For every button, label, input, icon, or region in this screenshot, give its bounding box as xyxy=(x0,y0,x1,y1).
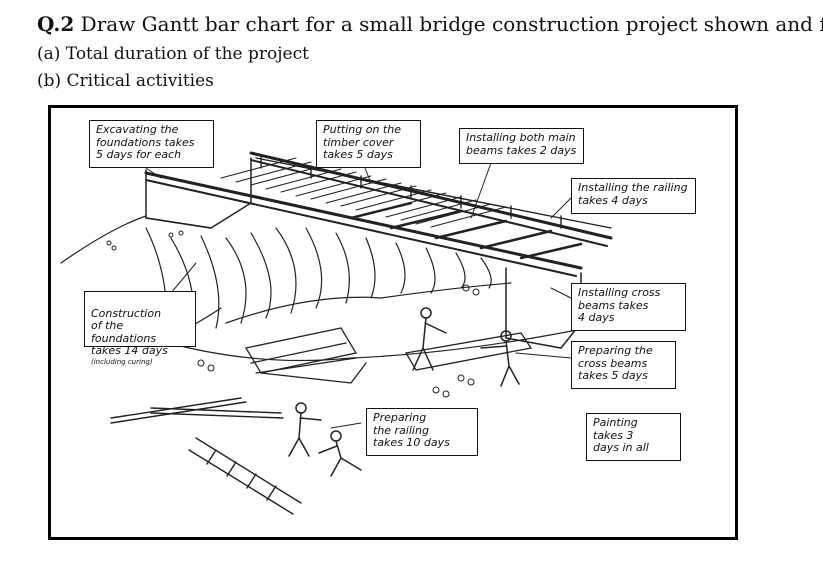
poles xyxy=(110,397,284,424)
callout-cross-install: Installing cross beams takes 4 days xyxy=(571,283,686,331)
left-foundation xyxy=(145,157,252,229)
railing-frame xyxy=(188,437,302,515)
timber-cover xyxy=(220,157,583,260)
leader-lines xyxy=(145,157,577,429)
callout-cross-prep: Preparing the cross beams takes 5 days xyxy=(571,341,676,389)
callout-foundations-text: Construction of the foundations takes 14… xyxy=(91,306,168,357)
main-beam-left xyxy=(144,171,583,277)
worker-figures xyxy=(288,307,520,477)
question-heading: Q.2 Draw Gantt bar chart for a small bri… xyxy=(37,12,823,36)
callout-foundations-note: (including curing) xyxy=(91,357,153,366)
callout-timber-cover: Putting on the timber cover takes 5 days xyxy=(316,120,421,168)
stacked-timber xyxy=(244,327,533,384)
question-part-b: (b) Critical activities xyxy=(37,71,214,91)
callout-railing-prep: Preparing the railing takes 10 days xyxy=(366,408,478,456)
callout-main-beams: Installing both main beams takes 2 days xyxy=(459,128,584,164)
railing xyxy=(255,155,612,229)
pebbles xyxy=(106,230,480,398)
callout-foundations: Construction of the foundations takes 14… xyxy=(84,291,196,366)
callout-painting: Painting takes 3 days in all xyxy=(586,413,681,461)
question-part-a: (a) Total duration of the project xyxy=(37,44,309,64)
question-number: Q.2 xyxy=(37,12,75,36)
callout-railing-install: Installing the railing takes 4 days xyxy=(571,178,696,214)
callout-excavating: Excavating the foundations takes 5 days … xyxy=(89,120,214,168)
question-text: Draw Gantt bar chart for a small bridge … xyxy=(80,12,823,36)
bridge-illustration: Excavating the foundations takes 5 days … xyxy=(48,105,738,540)
